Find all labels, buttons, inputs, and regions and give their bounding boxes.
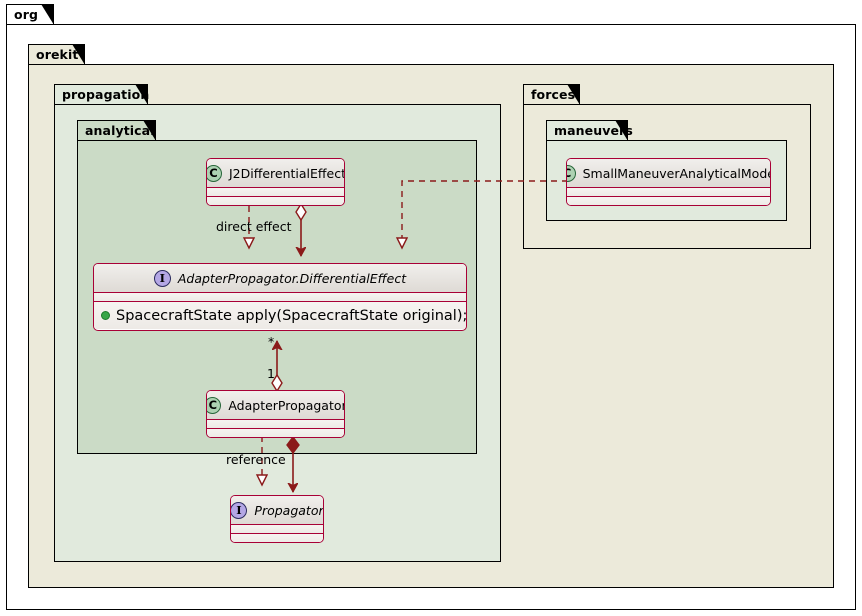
method-apply-signature: SpacecraftState apply(SpacecraftState or…	[116, 307, 467, 324]
class-adapterpropagator-header: C AdapterPropagator	[207, 391, 344, 420]
class-adapterpropagator-methods	[207, 429, 344, 437]
interface-propagator[interactable]: I Propagator	[230, 495, 324, 543]
package-org-tab: org	[6, 3, 54, 25]
class-smallmaneuveranalyticalmodel-header: C SmallManeuverAnalyticalModel	[567, 159, 770, 188]
class-j2differentialeffect-attributes	[207, 188, 344, 197]
package-maneuvers-tab: maneuvers	[546, 119, 633, 141]
interface-propagator-methods	[231, 534, 323, 542]
package-maneuvers-label: maneuvers	[554, 123, 633, 138]
class-adapterpropagator-attributes	[207, 420, 344, 429]
class-j2differentialeffect-methods	[207, 197, 344, 205]
package-org-label: org	[14, 7, 38, 22]
class-j2differentialeffect-header: C J2DifferentialEffect	[207, 159, 344, 188]
interface-propagator-title: Propagator	[254, 502, 324, 518]
edge-multiplicity-star: *	[268, 334, 275, 349]
class-adapterpropagator-title: AdapterPropagator	[228, 397, 345, 413]
public-visibility-icon	[101, 311, 110, 320]
package-propagation-tab: propagation	[54, 83, 150, 105]
class-smallmaneuveranalyticalmodel-attributes	[567, 188, 770, 197]
interface-propagator-attributes	[231, 525, 323, 534]
interface-icon: I	[153, 269, 171, 287]
interface-adapterpropagator-differentialeffect-header: I AdapterPropagator.DifferentialEffect	[94, 264, 466, 293]
interface-adapterpropagator-differentialeffect-title: AdapterPropagator.DifferentialEffect	[177, 270, 407, 286]
class-smallmaneuveranalyticalmodel[interactable]: C SmallManeuverAnalyticalModel	[566, 158, 771, 206]
class-icon: C	[567, 164, 576, 182]
class-smallmaneuveranalyticalmodel-title: SmallManeuverAnalyticalModel	[582, 165, 771, 181]
package-forces-tab: forces	[523, 83, 580, 105]
interface-propagator-header: I Propagator	[231, 496, 323, 525]
edge-label-reference: reference	[226, 452, 286, 467]
edge-multiplicity-one: 1	[267, 366, 275, 381]
package-analytical-tab: analytical	[77, 119, 156, 141]
package-propagation-label: propagation	[62, 87, 150, 102]
package-forces-label: forces	[531, 87, 576, 102]
class-adapterpropagator[interactable]: C AdapterPropagator	[206, 390, 345, 438]
interface-adapterpropagator-differentialeffect-methods: SpacecraftState apply(SpacecraftState or…	[94, 302, 466, 329]
class-smallmaneuveranalyticalmodel-methods	[567, 197, 770, 205]
class-icon: C	[207, 396, 222, 414]
interface-icon: I	[231, 501, 248, 519]
interface-adapterpropagator-differentialeffect-attributes	[94, 293, 466, 302]
package-analytical-label: analytical	[85, 123, 155, 138]
interface-adapterpropagator-differentialeffect[interactable]: I AdapterPropagator.DifferentialEffect S…	[93, 263, 467, 331]
package-orekit-label: orekit	[36, 47, 79, 62]
package-orekit-tab: orekit	[28, 43, 85, 65]
class-j2differentialeffect-title: J2DifferentialEffect	[229, 165, 345, 181]
edge-label-direct-effect: direct effect	[216, 219, 292, 234]
class-j2differentialeffect[interactable]: C J2DifferentialEffect	[206, 158, 345, 206]
class-icon: C	[207, 164, 222, 182]
